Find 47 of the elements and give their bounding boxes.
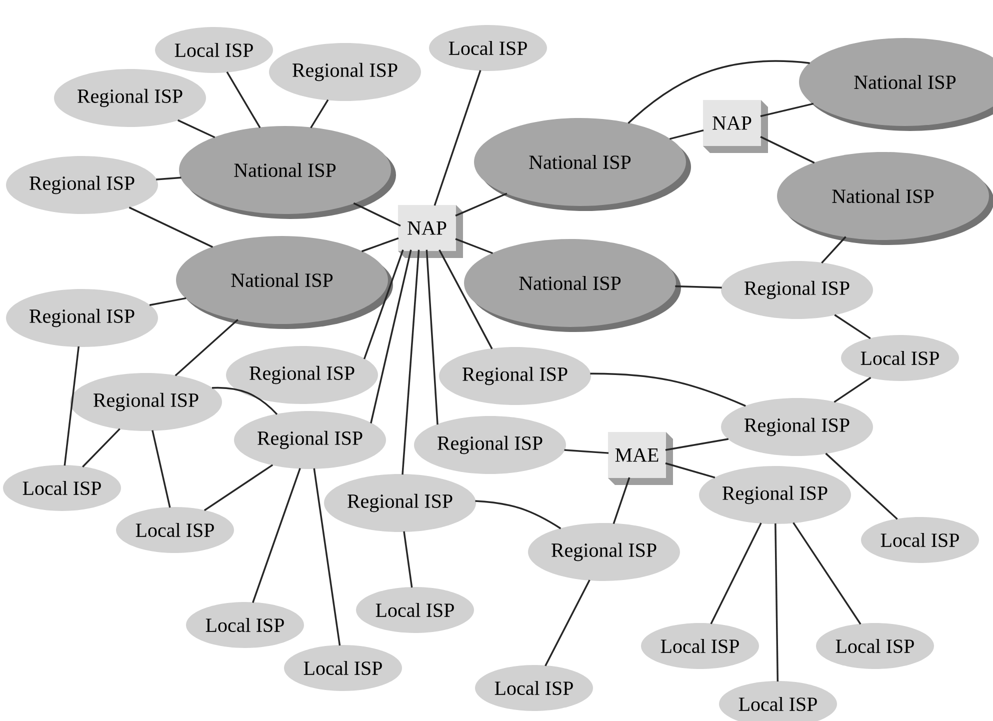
connector-line xyxy=(710,522,762,624)
connector-line xyxy=(544,580,590,666)
connector-line xyxy=(675,285,722,289)
connector-line xyxy=(612,477,630,524)
connector-line xyxy=(774,523,779,682)
connector-line xyxy=(564,449,609,454)
connector-line xyxy=(64,346,80,466)
connector-line xyxy=(760,136,815,164)
connector-line xyxy=(834,314,871,340)
connector-line xyxy=(834,376,872,403)
exchange-box: MAE xyxy=(608,432,673,485)
connector-line xyxy=(821,236,846,264)
connector-line xyxy=(792,522,862,625)
connector-line xyxy=(590,372,746,407)
connector-line xyxy=(628,60,810,124)
connector-line xyxy=(204,464,274,512)
nap-box: NAP xyxy=(703,100,768,153)
connector-line xyxy=(212,386,278,415)
connector-line xyxy=(313,468,341,646)
connector-line xyxy=(252,468,301,603)
connector-line xyxy=(402,250,420,475)
connector-line xyxy=(426,250,438,425)
connector-line xyxy=(174,318,238,376)
connector-line xyxy=(82,428,120,468)
connector-line xyxy=(226,72,261,128)
connector-line xyxy=(363,250,404,360)
connector-line xyxy=(310,99,329,128)
connector-line xyxy=(403,531,413,588)
connector-line xyxy=(128,206,214,248)
connector-line xyxy=(361,237,399,252)
connector-line xyxy=(353,202,401,227)
connector-line xyxy=(669,129,704,140)
connector-line xyxy=(438,249,493,350)
connector-line xyxy=(152,430,171,508)
connector-line xyxy=(665,462,716,478)
connector-line xyxy=(475,500,562,530)
connector-line xyxy=(455,238,493,254)
connector-line xyxy=(825,452,898,520)
connector-line xyxy=(665,438,729,451)
connector-line xyxy=(760,102,814,118)
connector-line xyxy=(156,176,182,180)
connector-line xyxy=(149,297,186,306)
connector-line xyxy=(434,70,482,206)
connector-line xyxy=(177,119,216,138)
connector-line xyxy=(455,192,508,216)
nap-box: NAP xyxy=(398,205,463,258)
connector-line xyxy=(370,250,412,424)
